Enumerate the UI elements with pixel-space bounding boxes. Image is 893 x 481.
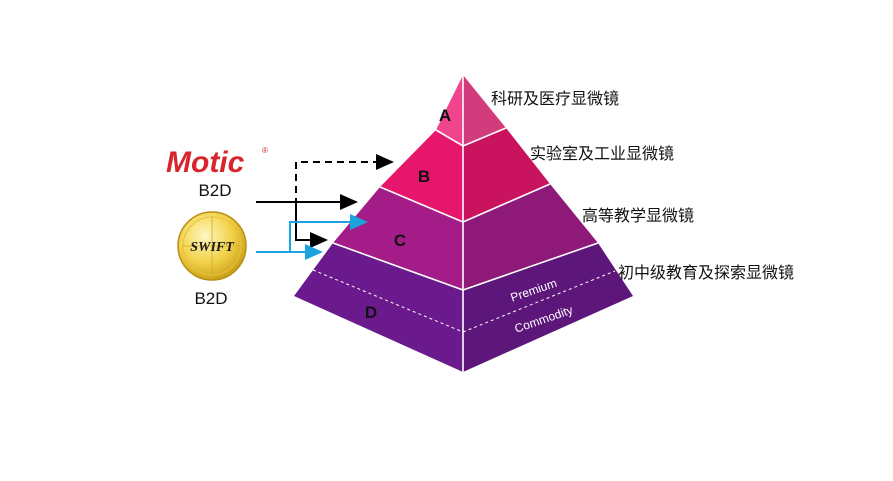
- tier-b: [380, 130, 463, 222]
- swift-logo-text: SWIFT: [190, 240, 235, 255]
- tier-b-description: 实验室及工业显微镜: [530, 144, 674, 163]
- swift-logo: SWIFT: [177, 211, 247, 281]
- tier-c-letter: C: [394, 231, 406, 250]
- tier-c-description: 高等教学显微镜: [582, 206, 694, 225]
- motic-logo: Motic: [166, 146, 245, 179]
- tier-a-letter: A: [439, 106, 451, 125]
- tier-a-right-face: [463, 75, 506, 146]
- motic-brand: Motic ® B2D: [166, 146, 268, 200]
- channel-arrows: [256, 154, 394, 260]
- swift-channel-label: B2D: [194, 289, 227, 308]
- tier-separators: [332, 75, 599, 372]
- tier-b-letter: B: [418, 167, 430, 186]
- motic-arrow-to-b-dashed: [257, 154, 394, 203]
- tier-c: [333, 187, 463, 290]
- motic-registered-mark: ®: [262, 146, 268, 155]
- pyramid: A B C D Premium Commodity: [294, 75, 633, 372]
- tier-d-description: 初中级教育及探索显微镜: [618, 263, 794, 282]
- tier-descriptions: 科研及医疗显微镜 实验室及工业显微镜 高等教学显微镜 初中级教育及探索显微镜: [491, 89, 794, 282]
- tier-a: [436, 75, 463, 146]
- swift-brand: SWIFT B2D: [177, 211, 247, 308]
- motic-channel-label: B2D: [198, 181, 231, 200]
- tier-a-description: 科研及医疗显微镜: [491, 89, 619, 108]
- tier-b-right-face: [463, 128, 550, 222]
- tier-c-right-face: [463, 184, 598, 290]
- swift-arrow-to-c: [256, 214, 368, 253]
- motic-arrow-to-c-lower: [295, 202, 328, 248]
- tier-d-letter: D: [365, 303, 377, 322]
